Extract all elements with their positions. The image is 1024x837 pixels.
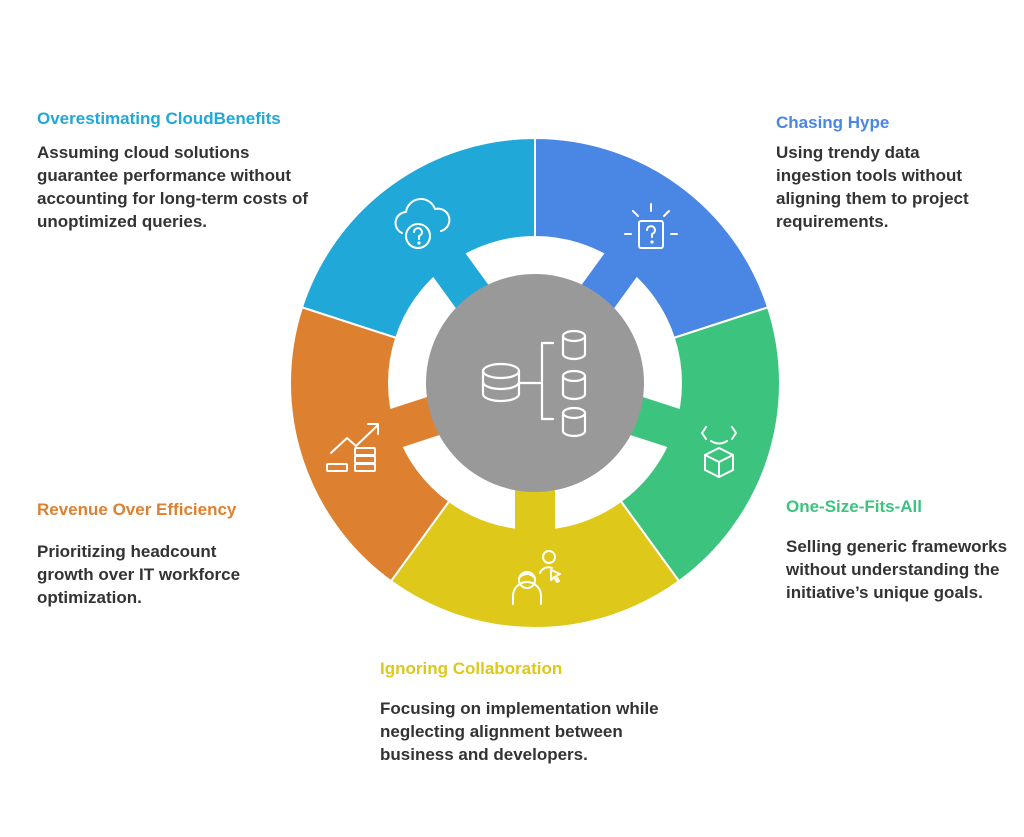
segment-description-revenue: Prioritizing headcount growth over IT wo…	[37, 542, 241, 607]
people-icon	[512, 550, 561, 605]
ring-segment-generic	[619, 306, 781, 583]
segment-description-hype: Using trendy data ingestion tools withou…	[776, 143, 969, 231]
box-icon	[701, 426, 737, 478]
segment-title-generic: One-Size-Fits-All	[786, 497, 923, 516]
growth-chart-icon	[326, 423, 379, 472]
ring-segment-revenue	[289, 306, 451, 583]
ring-segments	[289, 136, 781, 629]
ring-segment-collab	[389, 499, 681, 629]
database-hierarchy-icon	[481, 329, 587, 438]
question-box-icon	[624, 203, 678, 249]
segment-title-hype: Chasing Hype	[776, 113, 890, 132]
segment-title-collab: Ignoring Collaboration	[380, 659, 563, 678]
segment-description-generic: Selling generic frameworks without under…	[786, 537, 1008, 602]
segment-title-revenue: Revenue Over Efficiency	[37, 500, 237, 519]
ring-segment-hype	[534, 136, 770, 340]
segment-description-cloud: Assuming cloud solutions guarantee perfo…	[37, 143, 309, 231]
cloud-question-icon	[394, 198, 451, 249]
segment-title-cloud: Overestimating CloudBenefits	[37, 109, 281, 128]
ring-connector-collab	[515, 483, 555, 531]
segment-description-collab: Focusing on implementation while neglect…	[380, 699, 659, 764]
